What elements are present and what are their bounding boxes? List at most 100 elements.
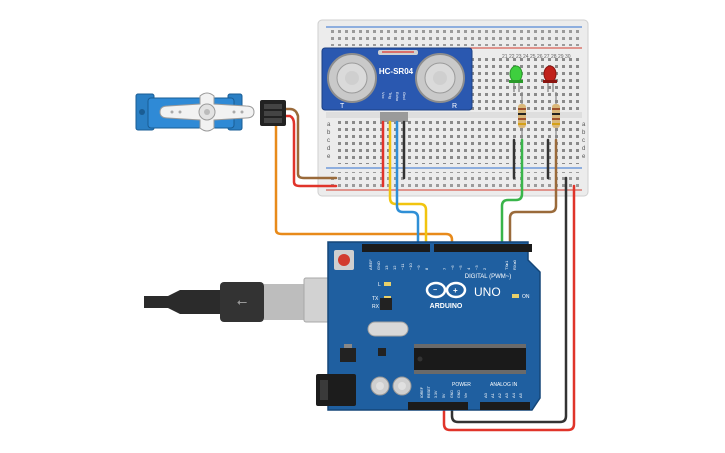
chip-pins-top xyxy=(414,344,526,348)
column-number: 27 xyxy=(544,54,550,60)
wire-servo-ground[interactable] xyxy=(280,107,338,180)
wire-power-return[interactable] xyxy=(442,184,576,432)
sensor-r-label: R xyxy=(452,103,457,110)
column-number: 29 xyxy=(558,54,564,60)
top-power-rail xyxy=(328,30,580,46)
pin-label: GND xyxy=(376,261,381,270)
servo-horn-hole xyxy=(178,110,182,114)
pin-label: 5V xyxy=(442,393,446,398)
voltage-regulator xyxy=(340,348,356,362)
digital-header-left xyxy=(362,244,430,252)
led-l-label: L xyxy=(378,282,381,288)
row-letters-left: a b c d e xyxy=(327,122,331,160)
pin-label: ~9 xyxy=(416,265,421,270)
column-number: 24 xyxy=(523,54,529,60)
analog-pin-labels: A0 A1 A2 A3 A4 A5 xyxy=(483,392,523,398)
row-letter: a xyxy=(582,122,586,128)
minus-symbol-icon: − xyxy=(433,287,437,294)
pin-label: 3.3V xyxy=(434,390,438,398)
pin-label: ~6 xyxy=(450,265,455,270)
usb-symbol-icon: ⭠ xyxy=(237,294,247,309)
wire-servo-power[interactable] xyxy=(282,114,338,188)
wire-sensor-trig[interactable] xyxy=(388,120,428,250)
pin-label: TX▸1 xyxy=(504,260,509,270)
resistor-band xyxy=(552,123,560,125)
servo-shaft-center xyxy=(204,109,210,115)
red-led[interactable] xyxy=(543,65,557,92)
row-letter: d xyxy=(582,146,585,152)
arduino-logo: − + ARDUINO UNO xyxy=(425,281,501,310)
column-number: 23 xyxy=(516,54,522,60)
pin-label: 8 xyxy=(424,267,429,270)
row-letter: c xyxy=(327,138,330,144)
pin-label: 2 xyxy=(482,267,487,270)
ultrasonic-sensor[interactable]: HC-SR04 T R Vcc Trig Echo Gnd xyxy=(321,47,473,122)
column-number: 26 xyxy=(537,54,543,60)
led-l-indicator xyxy=(384,282,391,286)
receiver-center xyxy=(433,71,447,85)
reset-button[interactable] xyxy=(338,254,350,266)
green-led[interactable] xyxy=(509,65,523,92)
led-on-indicator xyxy=(512,294,519,298)
transmitter-center xyxy=(345,71,359,85)
servo-connector-slot xyxy=(264,111,282,116)
servo-horn-hole xyxy=(240,110,244,114)
wires xyxy=(274,107,576,432)
wire-green-led[interactable] xyxy=(500,138,524,250)
led-tx-label: TX xyxy=(372,296,379,302)
pin-label: A0 xyxy=(483,392,488,398)
red-led-base xyxy=(543,80,557,83)
wire-ground-return[interactable] xyxy=(450,176,568,424)
pin-label: A5 xyxy=(518,392,523,398)
sensor-pin-labels: Vcc Trig Echo Gnd xyxy=(381,92,407,102)
pin-label: A4 xyxy=(511,392,516,398)
power-header xyxy=(408,402,468,410)
resistor-band xyxy=(552,113,560,115)
analog-header xyxy=(480,402,530,410)
power-pin-labels: IOREF RESET 3.3V 5V GND GND Vin xyxy=(420,385,468,398)
servo-horn-hole xyxy=(232,110,236,114)
pin-label: 7 xyxy=(442,267,447,270)
resistor-red-led[interactable] xyxy=(552,92,560,140)
row-letter: e xyxy=(582,154,586,160)
sensor-model-label: HC-SR04 xyxy=(379,67,414,76)
chip-notch xyxy=(417,356,423,362)
arduino-uno[interactable]: AREF GND 13 12 ~11 ~10 ~9 8 7 ~6 ~5 4 ~3… xyxy=(316,241,541,411)
plus-symbol-icon: + xyxy=(453,286,458,295)
bottom-power-rail xyxy=(328,172,580,188)
led-on-label: ON xyxy=(522,294,530,300)
wire-red-led[interactable] xyxy=(508,138,558,250)
center-channel xyxy=(326,112,582,118)
usb-cable[interactable]: ⭠ xyxy=(144,277,357,323)
pin-label: 12 xyxy=(392,265,397,270)
servo-screw-hole xyxy=(139,109,145,115)
row-letter: b xyxy=(327,130,331,136)
wire-servo-signal[interactable] xyxy=(274,122,454,250)
resistor-band xyxy=(518,113,526,115)
analog-label: ANALOG IN xyxy=(490,382,518,388)
dc-jack-opening xyxy=(320,380,328,400)
column-number: 28 xyxy=(551,54,557,60)
usb-plug-housing xyxy=(220,282,264,322)
digital-header-right xyxy=(434,244,532,252)
servo-horn-hole xyxy=(170,110,174,114)
pin-label: 13 xyxy=(384,265,389,270)
digital-label: DIGITAL (PWM~) xyxy=(465,274,512,280)
sensor-pin-label: Trig xyxy=(388,92,393,99)
capacitor-top xyxy=(376,382,384,390)
pin-label: Vin xyxy=(464,393,468,398)
pin-label: ~3 xyxy=(474,265,479,270)
sensor-pin-label: Vcc xyxy=(381,92,386,99)
pin-label: GND xyxy=(450,390,454,398)
servo-motor[interactable] xyxy=(135,92,286,132)
infinity-logo-right xyxy=(445,281,467,299)
resistor-green-led[interactable] xyxy=(518,92,526,140)
row-letter: b xyxy=(582,130,586,136)
infinity-logo-left xyxy=(425,281,447,299)
wire-sensor-echo[interactable] xyxy=(395,120,420,250)
pin-label: ~10 xyxy=(408,262,413,270)
pin-label: RX◂0 xyxy=(512,259,517,270)
usb-plug-metal xyxy=(264,284,304,320)
sensor-header-pins xyxy=(380,112,408,122)
row-letter: e xyxy=(327,154,331,160)
